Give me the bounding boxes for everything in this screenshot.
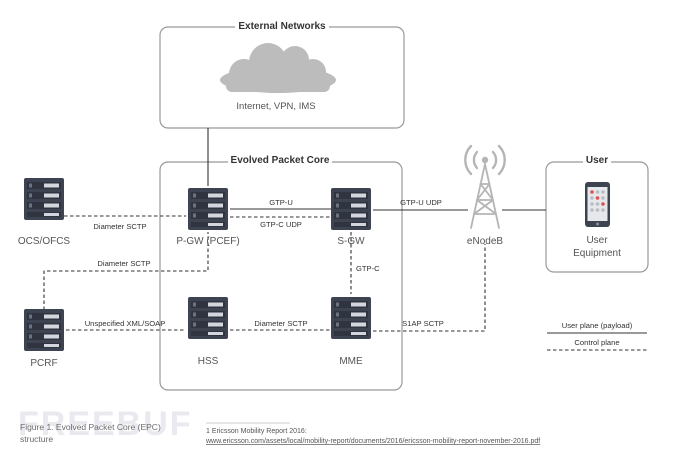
evolved-packet-core-title: Evolved Packet Core (231, 155, 330, 166)
legend-user-plane-label: User plane (payload) (562, 321, 633, 330)
gtp-c-label: GTP-C (356, 264, 380, 273)
pgw-label: P-GW (PCEF) (176, 236, 239, 247)
gtp-u-label: GTP-U (269, 198, 293, 207)
footnote-link[interactable]: www.ericsson.com/assets/local/mobility-r… (205, 438, 540, 445)
ocs-ofcs-label: OCS/OFCS (18, 236, 71, 247)
cell-tower-icon (464, 144, 506, 229)
external-networks-title: External Networks (238, 21, 326, 32)
mme-enodeb-link (373, 244, 486, 332)
cloud-icon (220, 43, 336, 93)
enodeb-label: eNodeB (467, 236, 503, 247)
user-equipment-label-line2: Equipment (573, 248, 621, 259)
pcrf-hss-link-label: Unspecified XML/SOAP (85, 319, 166, 328)
mme-enodeb-link-label: S1AP SCTP (402, 319, 444, 328)
smartphone-icon (585, 182, 610, 227)
ocs-ofcs-server-icon (24, 178, 64, 220)
user-group-title: User (586, 155, 608, 166)
ocs-pgw-link-label: Diameter SCTP (93, 222, 146, 231)
legend-control-plane-label: Control plane (574, 338, 619, 347)
hss-mme-link-label: Diameter SCTP (254, 319, 307, 328)
evolved-packet-core-group: Evolved Packet Core (159, 152, 403, 391)
mme-server-icon (331, 297, 371, 339)
figure-caption-line1: Figure 1. Evolved Packet Core (EPC) (20, 422, 161, 432)
pcrf-label: PCRF (30, 358, 57, 369)
hss-server-icon (188, 297, 228, 339)
mme-label: MME (339, 356, 363, 367)
user-equipment-label-line1: User (586, 235, 608, 246)
pcrf-pgw-link (43, 232, 209, 310)
gtp-u-udp-label: GTP-U UDP (400, 198, 442, 207)
pcrf-pgw-link-label: Diameter SCTP (97, 259, 150, 268)
figure-caption-line2: structure (20, 434, 53, 444)
freebuf-watermark: FREEBUF (18, 405, 193, 443)
sgw-label: S-GW (337, 236, 365, 247)
gtp-c-udp-label: GTP-C UDP (260, 220, 302, 229)
sgw-server-icon (331, 188, 371, 230)
hss-label: HSS (198, 356, 219, 367)
pcrf-server-icon (24, 309, 64, 351)
user-group: User (545, 152, 649, 273)
footnote-line1: 1 Ericsson Mobility Report 2016: (206, 428, 307, 435)
pgw-server-icon (188, 188, 228, 230)
cloud-label: Internet, VPN, IMS (236, 101, 315, 112)
